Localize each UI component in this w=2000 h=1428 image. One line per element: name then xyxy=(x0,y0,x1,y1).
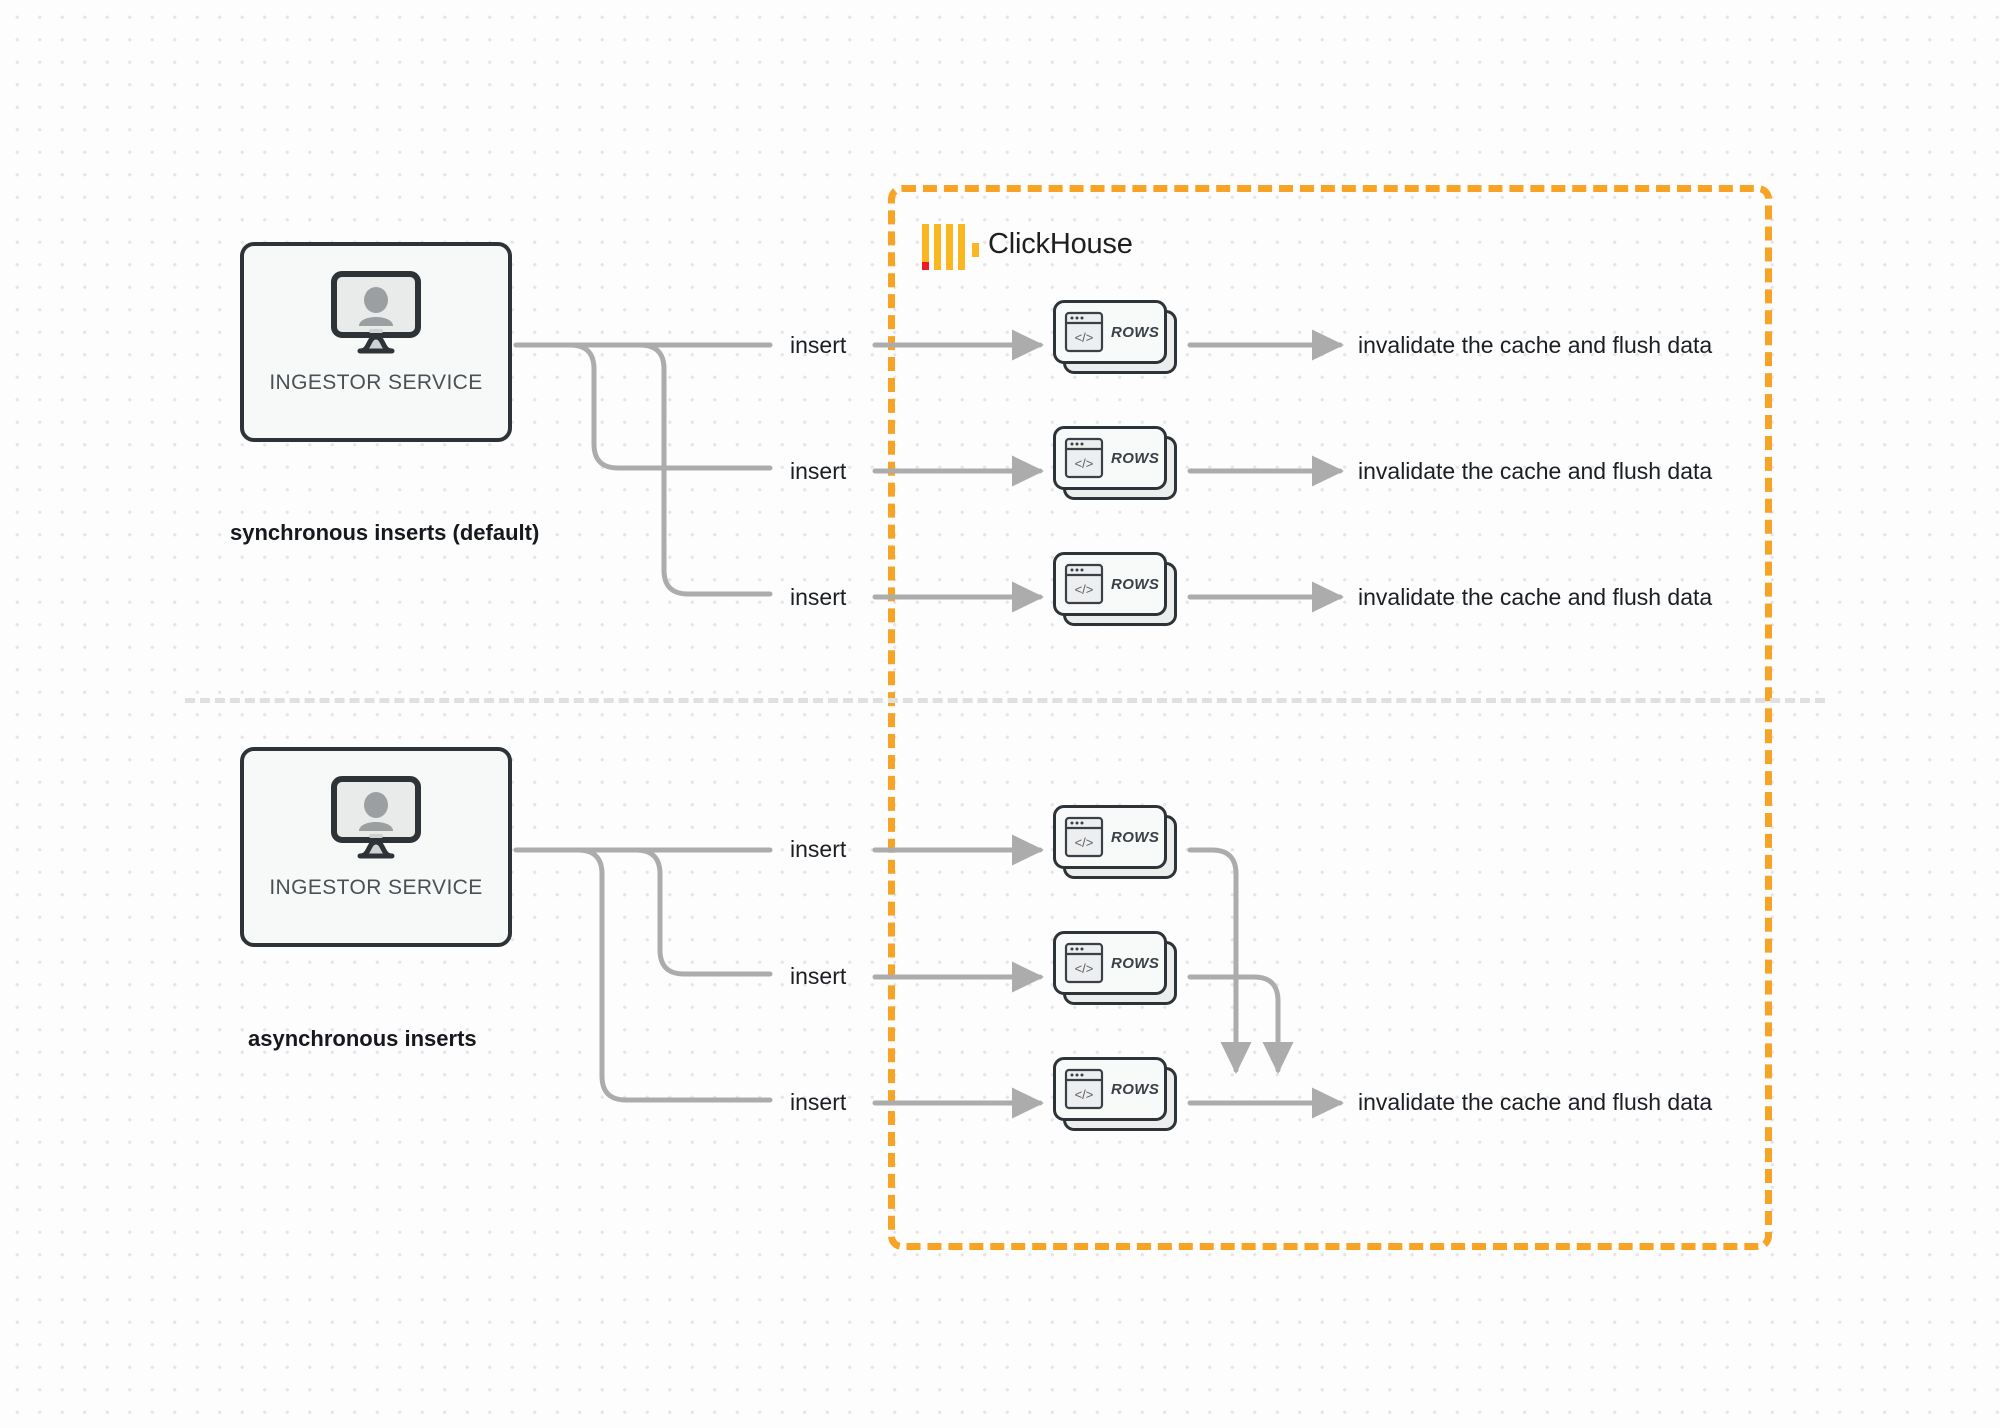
rows-card-async-2[interactable]: </> ROWS xyxy=(1053,931,1177,1005)
edge-label-async-3: insert xyxy=(790,1089,847,1115)
monitor-user-icon xyxy=(331,776,421,859)
svg-text:</>: </> xyxy=(1075,1087,1094,1102)
rows-card-label: ROWS xyxy=(1111,954,1160,972)
ingestor-service-label-sync: INGESTOR SERVICE xyxy=(269,371,483,394)
monitor-user-icon xyxy=(331,271,421,354)
logo-bar-1 xyxy=(922,224,929,270)
rows-card-label: ROWS xyxy=(1111,323,1160,341)
rows-card-sync-3[interactable]: </> ROWS xyxy=(1053,552,1177,626)
logo-red-accent xyxy=(922,262,929,270)
wire-sync-2 xyxy=(537,342,773,471)
caption-async: asynchronous inserts xyxy=(248,1026,477,1051)
section-divider xyxy=(185,698,1825,703)
result-label-sync-3: invalidate the cache and flush data xyxy=(1358,584,1713,610)
rows-card-front: </> ROWS xyxy=(1053,552,1167,616)
ingestor-service-label-async: INGESTOR SERVICE xyxy=(269,876,483,899)
svg-text:</>: </> xyxy=(1075,456,1094,471)
code-window-icon: </> xyxy=(1064,563,1104,605)
code-window-icon: </> xyxy=(1064,942,1104,984)
svg-text:</>: </> xyxy=(1075,961,1094,976)
svg-text:</>: </> xyxy=(1075,330,1094,345)
code-window-icon: </> xyxy=(1064,816,1104,858)
wire-async-3 xyxy=(537,847,773,1103)
rows-card-sync-1[interactable]: </> ROWS xyxy=(1053,300,1177,374)
rows-card-front: </> ROWS xyxy=(1053,1057,1167,1121)
rows-card-label: ROWS xyxy=(1111,828,1160,846)
edge-label-async-1: insert xyxy=(790,836,847,862)
edge-label-sync-2: insert xyxy=(790,458,847,484)
code-window-icon: </> xyxy=(1064,1068,1104,1110)
logo-bar-2 xyxy=(934,224,941,270)
rows-card-front: </> ROWS xyxy=(1053,426,1167,490)
result-label-async: invalidate the cache and flush data xyxy=(1358,1089,1713,1115)
clickhouse-boundary xyxy=(888,185,1772,1250)
result-label-sync-1: invalidate the cache and flush data xyxy=(1358,332,1713,358)
code-window-icon: </> xyxy=(1064,311,1104,353)
edge-label-async-2: insert xyxy=(790,963,847,989)
ingestor-service-sync[interactable]: INGESTOR SERVICE xyxy=(240,242,512,442)
wire-async-2 xyxy=(537,847,773,977)
code-window-icon: </> xyxy=(1064,437,1104,479)
clickhouse-logo: ClickHouse xyxy=(922,220,1222,270)
svg-text:</>: </> xyxy=(1075,582,1094,597)
rows-card-sync-2[interactable]: </> ROWS xyxy=(1053,426,1177,500)
rows-card-async-1[interactable]: </> ROWS xyxy=(1053,805,1177,879)
rows-card-async-3[interactable]: </> ROWS xyxy=(1053,1057,1177,1131)
logo-bar-3 xyxy=(946,224,953,270)
ingestor-service-async[interactable]: INGESTOR SERVICE xyxy=(240,747,512,947)
rows-card-label: ROWS xyxy=(1111,1080,1160,1098)
rows-card-label: ROWS xyxy=(1111,449,1160,467)
caption-sync: synchronous inserts (default) xyxy=(230,520,540,545)
rows-card-label: ROWS xyxy=(1111,575,1160,593)
edge-label-sync-3: insert xyxy=(790,584,847,610)
result-label-sync-2: invalidate the cache and flush data xyxy=(1358,458,1713,484)
clickhouse-wordmark: ClickHouse xyxy=(988,228,1133,260)
logo-dot xyxy=(972,243,979,257)
clickhouse-logo-bars xyxy=(922,224,979,270)
rows-card-front: </> ROWS xyxy=(1053,805,1167,869)
edge-label-sync-1: insert xyxy=(790,332,847,358)
svg-text:</>: </> xyxy=(1075,835,1094,850)
wire-sync-3 xyxy=(537,342,773,597)
rows-card-front: </> ROWS xyxy=(1053,300,1167,364)
logo-bar-4 xyxy=(958,224,965,270)
rows-card-front: </> ROWS xyxy=(1053,931,1167,995)
